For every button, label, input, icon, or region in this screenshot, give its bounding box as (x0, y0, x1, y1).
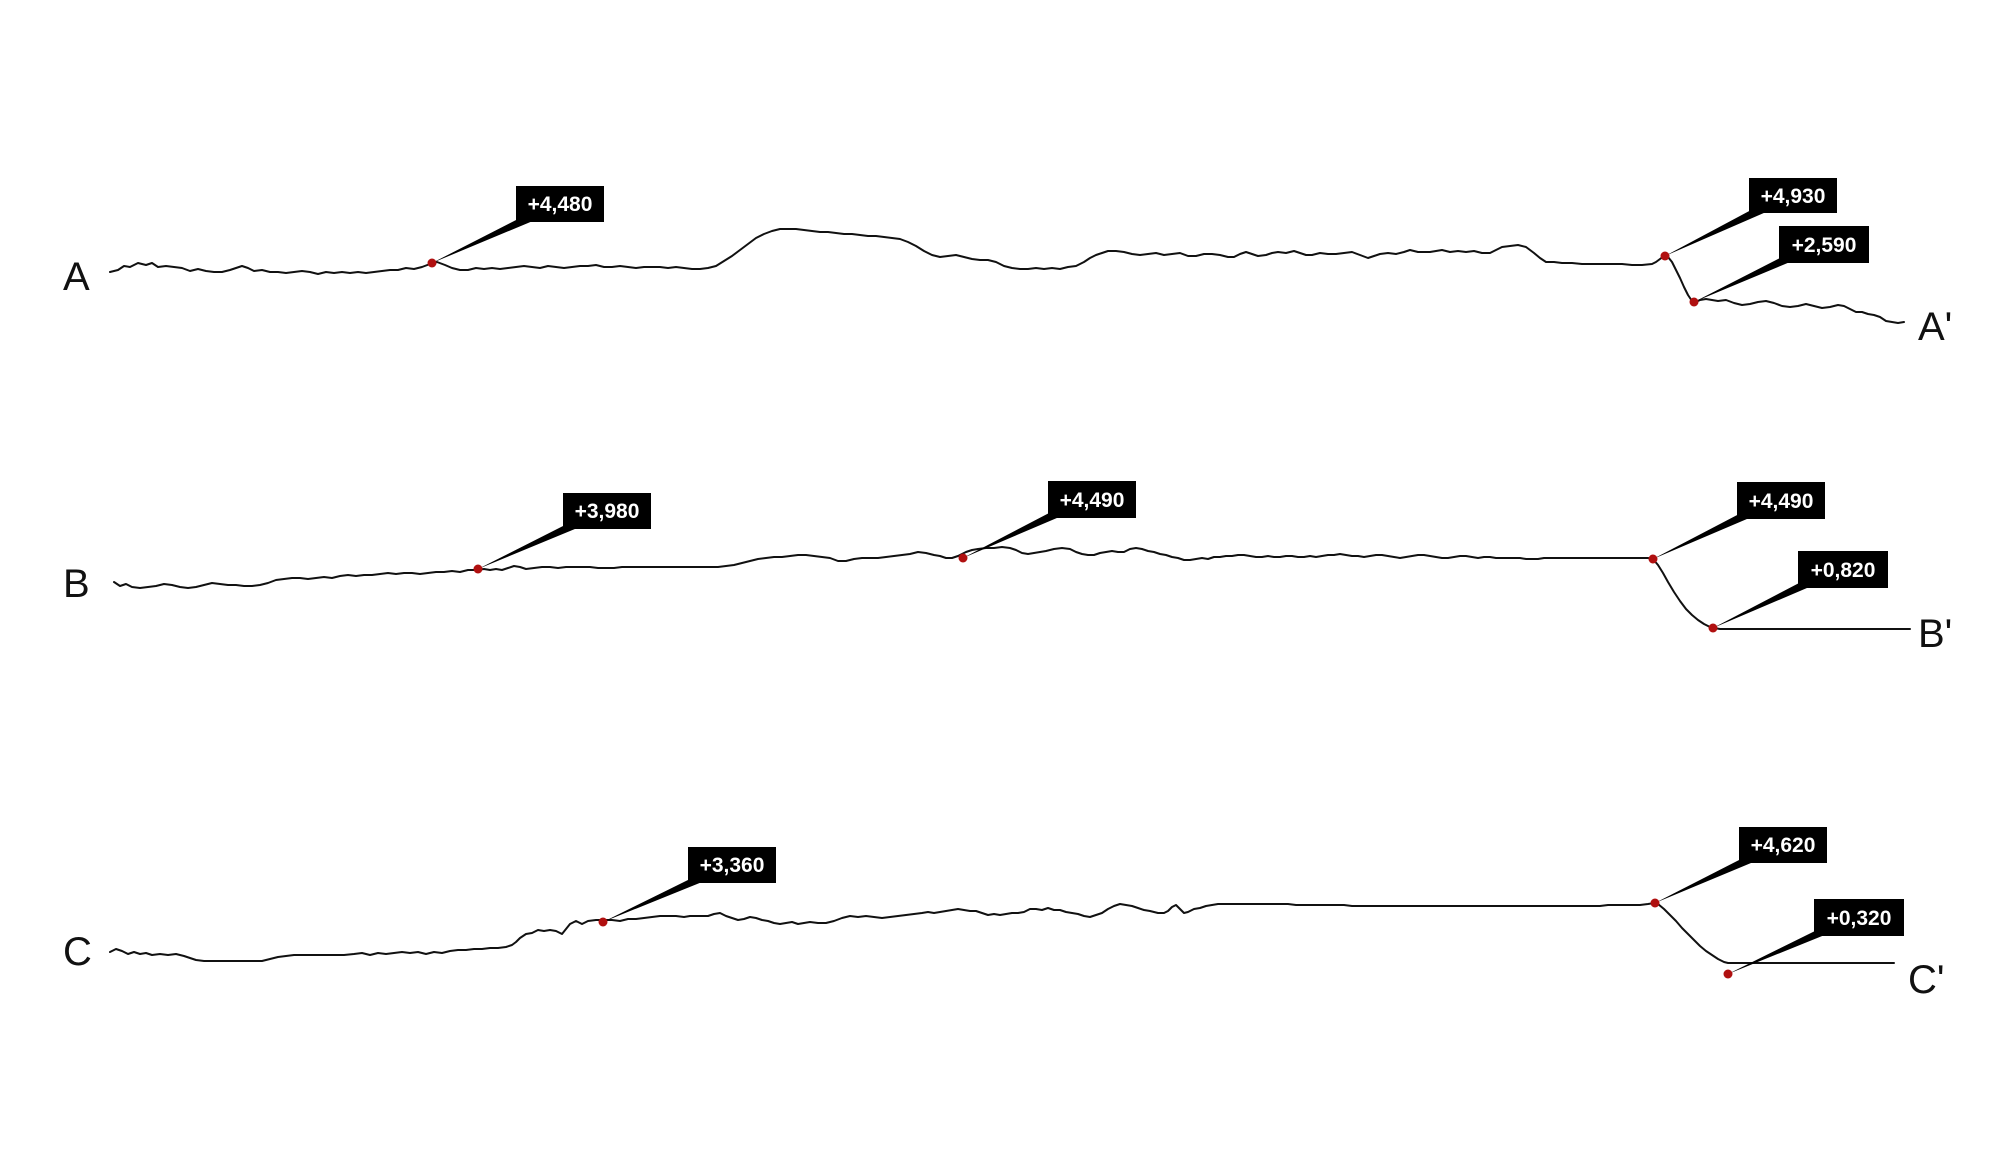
callout-pointer (478, 524, 587, 569)
elevation-marker (1650, 898, 1660, 908)
callout-elevation-value: +4,480 (528, 193, 593, 216)
callout-box (516, 186, 604, 222)
profile-a-terrain-line (109, 228, 1905, 324)
callout-elevation-value: +4,930 (1761, 185, 1826, 208)
callout-pointer (1653, 513, 1761, 559)
callout-box (1739, 827, 1827, 863)
callout-box (563, 493, 651, 529)
callout-box (688, 847, 776, 883)
callout-pointer (1713, 582, 1821, 628)
profile-c: C C' +3,360 +4,620 +0,320 (63, 827, 1945, 1002)
elevation-marker (473, 564, 483, 574)
callout-pointer (963, 512, 1071, 558)
profile-c-elevation-callout-2: +4,620 (1650, 827, 1827, 908)
profile-a-elevation-callout-3: +2,590 (1689, 226, 1869, 307)
profile-b-elevation-callout-4: +0,820 (1708, 551, 1888, 633)
callout-box (1814, 899, 1904, 936)
elevation-marker (1689, 297, 1699, 307)
elevation-marker (1660, 251, 1670, 261)
callout-box (1779, 226, 1869, 263)
callout-pointer (1655, 858, 1763, 903)
profile-b-elevation-callout-3: +4,490 (1648, 482, 1825, 564)
elevation-marker (1708, 623, 1718, 633)
callout-elevation-value: +3,980 (575, 500, 640, 523)
elevation-marker (958, 553, 968, 563)
profile-a-end-label: A' (1918, 305, 1952, 349)
profile-c-elevation-callout-3: +0,320 (1723, 899, 1904, 979)
elevation-marker (1648, 554, 1658, 564)
callout-box (1749, 178, 1837, 213)
profile-b-elevation-callout-1: +3,980 (473, 493, 651, 574)
elevation-marker (1723, 969, 1733, 979)
profile-b-start-label: B (63, 562, 90, 606)
profile-c-end-label: C' (1908, 958, 1945, 1002)
profile-a-elevation-callout-1: +4,480 (427, 186, 604, 268)
profile-c-elevation-callout-1: +3,360 (598, 847, 776, 927)
callout-box (1798, 551, 1888, 588)
profile-b-terrain-line (113, 546, 1911, 630)
callout-pointer (1694, 257, 1802, 302)
callout-pointer (432, 218, 540, 263)
elevation-marker (427, 258, 437, 268)
callout-elevation-value: +3,360 (700, 854, 765, 877)
profile-a: A A' +4,480 +4,930 +2,590 (63, 178, 1952, 349)
callout-elevation-value: +4,490 (1749, 490, 1814, 513)
profile-c-start-label: C (63, 930, 92, 974)
profile-b: B B' +3,980 +4,490 +4,490 +0,820 (63, 481, 1952, 656)
elevation-marker (598, 917, 608, 927)
profile-a-start-label: A (63, 255, 90, 299)
callout-pointer (603, 878, 712, 922)
callout-pointer (1728, 930, 1837, 974)
callout-box (1737, 482, 1825, 519)
profile-b-end-label: B' (1918, 612, 1952, 656)
callout-elevation-value: +4,490 (1060, 489, 1125, 512)
callout-elevation-value: +0,820 (1811, 559, 1876, 582)
profile-b-elevation-callout-2: +4,490 (958, 481, 1136, 563)
callout-elevation-value: +2,590 (1792, 234, 1857, 257)
callout-elevation-value: +0,320 (1827, 907, 1892, 930)
profile-a-elevation-callout-2: +4,930 (1660, 178, 1837, 261)
callout-box (1048, 481, 1136, 518)
profile-c-terrain-line (109, 902, 1895, 964)
callout-pointer (1665, 209, 1773, 256)
callout-elevation-value: +4,620 (1751, 834, 1816, 857)
